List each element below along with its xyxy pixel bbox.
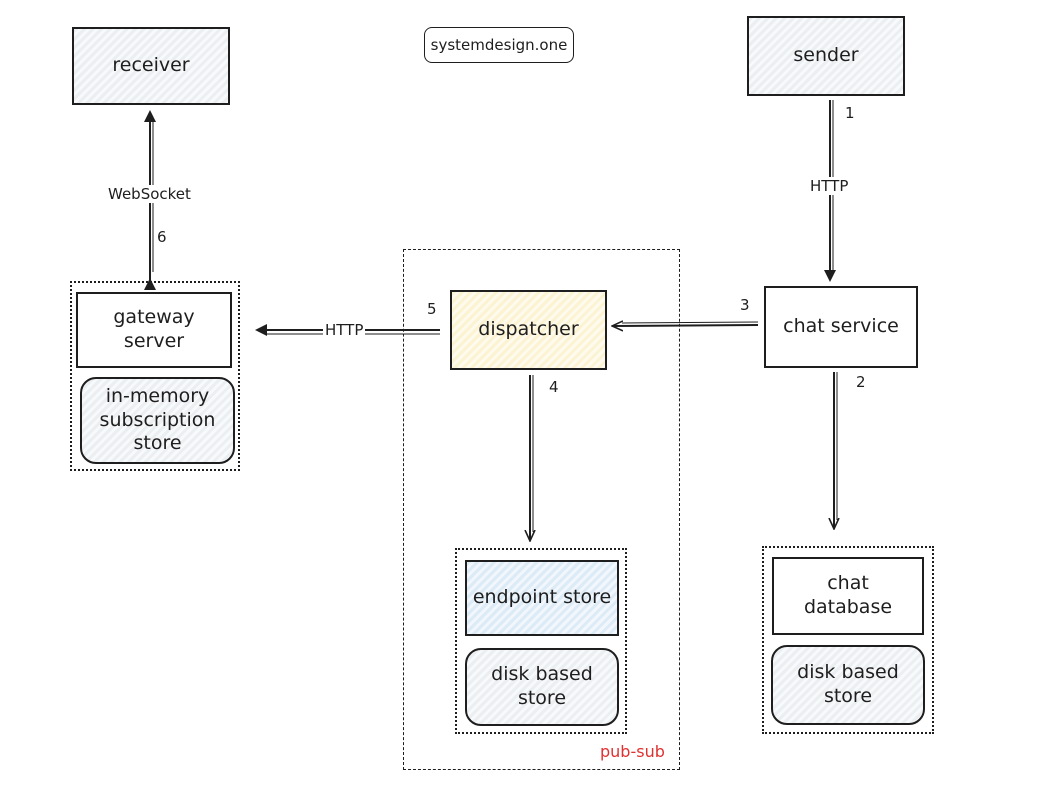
edge-chat-dispatcher: [613, 325, 759, 326]
subscription-store-node[interactable]: in-memory subscription store: [80, 377, 235, 464]
dispatcher-node[interactable]: dispatcher: [450, 290, 607, 370]
gateway-server-label: gateway server: [113, 306, 195, 352]
receiver-node[interactable]: receiver: [72, 27, 230, 105]
pubsub-disk-store-label: disk based store: [491, 663, 593, 709]
chat-database-node[interactable]: chat database: [772, 557, 924, 635]
watermark-text: systemdesign.one: [430, 36, 568, 54]
step-3-label: 3: [740, 296, 750, 314]
endpoint-store-node[interactable]: endpoint store: [465, 560, 619, 636]
subscription-store-label: in-memory subscription store: [99, 384, 216, 455]
chat-database-group: [762, 546, 934, 734]
step-2-label: 2: [856, 373, 866, 391]
http-label-gateway: HTTP: [323, 321, 366, 339]
dispatcher-label: dispatcher: [478, 318, 579, 341]
endpoint-store-label: endpoint store: [472, 586, 612, 609]
watermark-badge: systemdesign.one: [424, 27, 574, 63]
sender-node[interactable]: sender: [747, 16, 905, 96]
step-4-label: 4: [549, 378, 559, 396]
pubsub-label: pub-sub: [600, 742, 665, 761]
http-label-sender: HTTP: [808, 177, 851, 195]
pubsub-disk-store-node[interactable]: disk based store: [465, 648, 619, 726]
chat-disk-store-label: disk based store: [797, 661, 899, 707]
chat-database-label: chat database: [803, 572, 893, 618]
step-6-label: 6: [157, 228, 167, 246]
pubsub-group: [403, 249, 680, 770]
sender-label: sender: [793, 44, 859, 67]
gateway-server-node[interactable]: gateway server: [76, 292, 232, 368]
step-1-label: 1: [845, 104, 855, 122]
gateway-group: [70, 281, 240, 471]
receiver-label: receiver: [112, 54, 190, 77]
websocket-label: WebSocket: [106, 185, 193, 203]
chat-service-label: chat service: [783, 315, 899, 338]
chat-service-node[interactable]: chat service: [764, 286, 918, 368]
step-5-label: 5: [427, 300, 437, 318]
endpoint-store-group: [455, 548, 627, 734]
chat-disk-store-node[interactable]: disk based store: [771, 645, 925, 725]
